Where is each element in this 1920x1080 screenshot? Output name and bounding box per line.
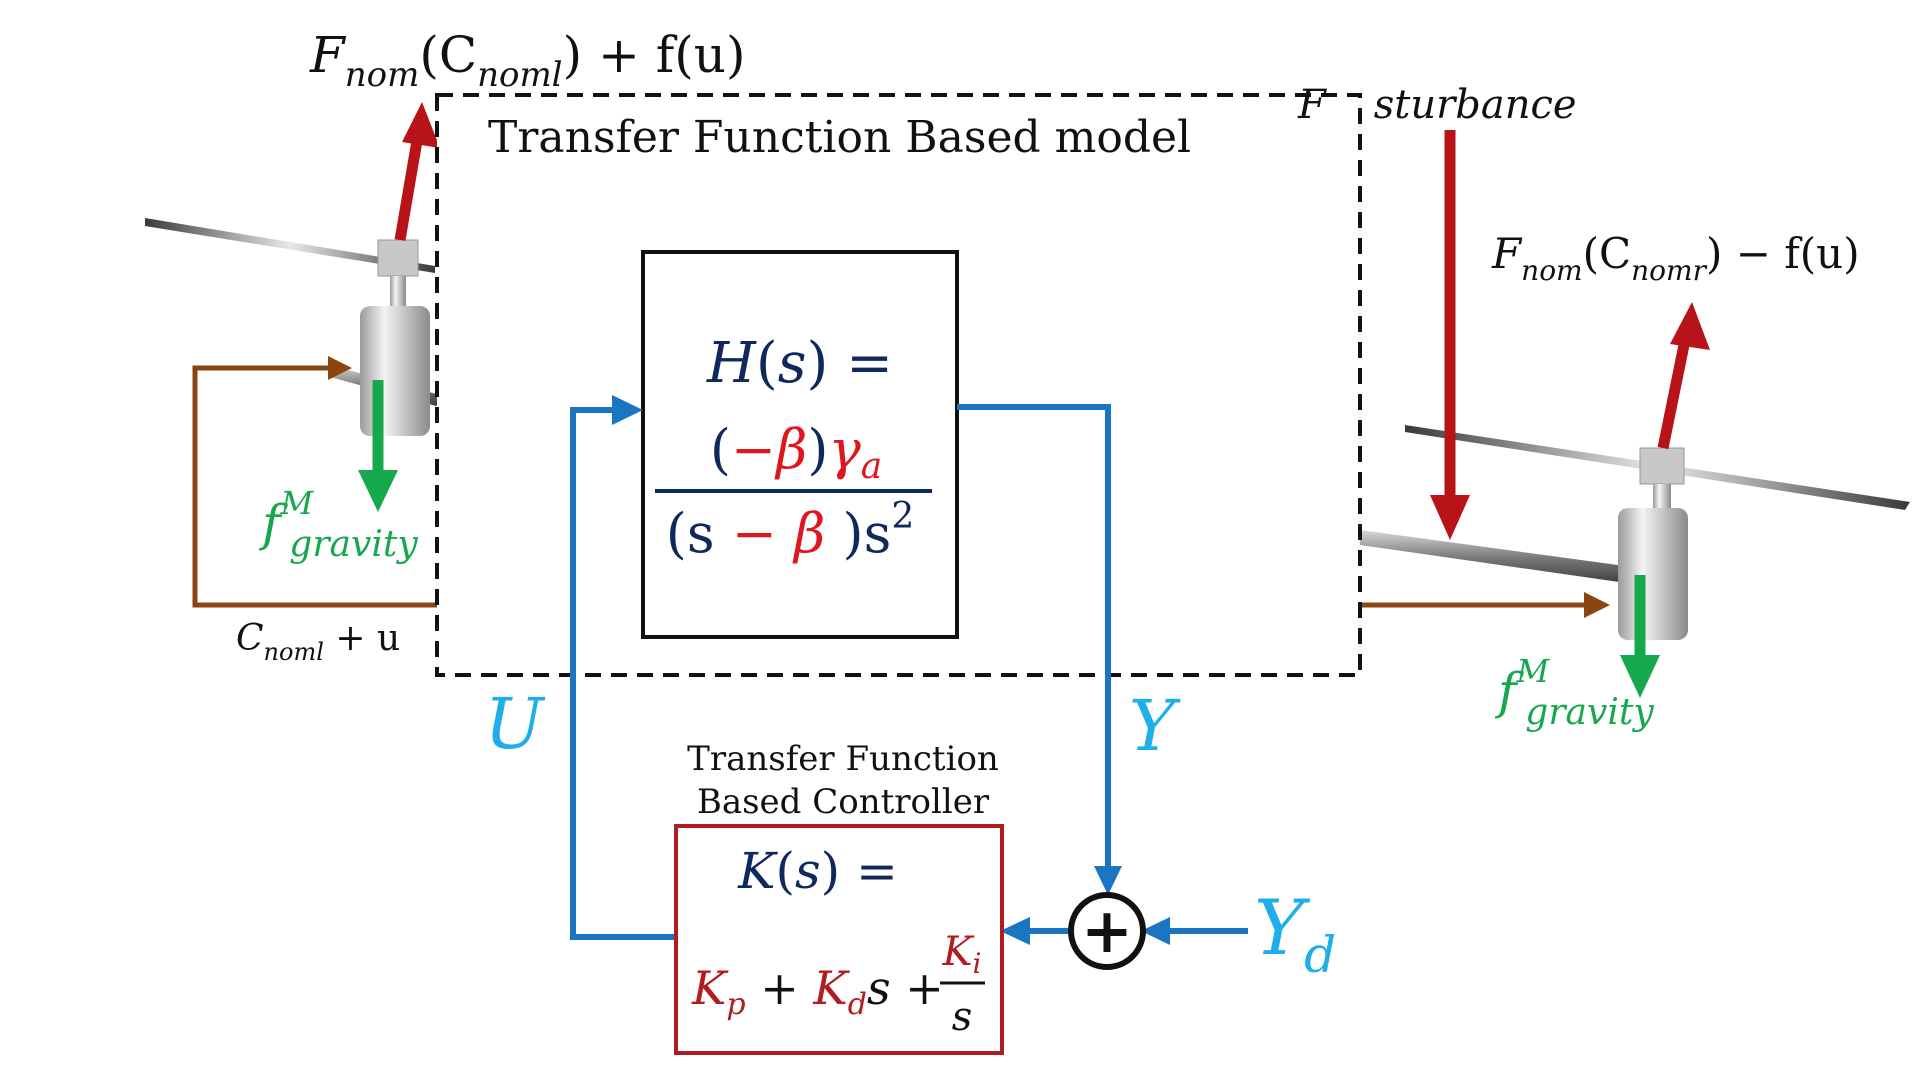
right-motor: [1618, 508, 1688, 640]
right-rotor-assembly: [1360, 425, 1910, 640]
disturbance-arrow: [1430, 130, 1470, 540]
left-hub: [377, 239, 419, 277]
reference-signal-path: [1141, 917, 1248, 945]
error-signal-path: [1000, 917, 1070, 945]
controller-box: [674, 824, 1004, 1055]
left-gravity-arrow: [358, 380, 398, 512]
controller-ki-numerator: Ki: [942, 929, 982, 980]
signal-u-label: U: [485, 683, 546, 765]
summing-junction: +: [1068, 892, 1146, 970]
plant-denominator: (s − β )s2: [666, 496, 914, 565]
plant-box: [641, 250, 959, 639]
plant-lhs: H(s) =: [706, 331, 893, 396]
left-thrust-arrow: [394, 102, 440, 241]
controller-title-line2: Based Controller: [697, 782, 990, 822]
signal-yd-label: Yd: [1254, 883, 1336, 984]
controller-lhs: K(s) =: [737, 842, 898, 900]
right-hub: [1639, 447, 1685, 485]
signal-y-label: Y: [1129, 685, 1181, 767]
input-loop-arrow: [192, 356, 440, 608]
model-title: Transfer Function Based model: [488, 112, 1191, 163]
sum-symbol: +: [1081, 894, 1133, 967]
plant-numerator: (−β)γa: [710, 418, 882, 487]
left-propeller-blade: [145, 218, 435, 273]
right-shaft: [1653, 484, 1671, 512]
output-arrow: [1360, 592, 1610, 618]
left-rotor-assembly: [145, 218, 440, 436]
force-left-label: Fnom(Cnoml) + f(u): [309, 26, 745, 95]
control-signal-path: [570, 395, 674, 940]
right-thrust-arrow: [1657, 302, 1710, 450]
force-right-label: Fnom(Cnomr) − f(u): [1491, 229, 1860, 287]
controller-title-line1: Transfer Function: [687, 739, 999, 779]
right-gravity-arrow: [1620, 575, 1660, 698]
left-motor: [360, 306, 430, 436]
controller-expression: Kp + Kds +: [691, 961, 944, 1022]
input-label: Cnoml + u: [236, 618, 400, 666]
controller-ki-denominator: s: [952, 994, 973, 1040]
left-shaft: [390, 276, 406, 306]
output-signal-path: [957, 404, 1122, 895]
right-arm-rod: [1360, 530, 1640, 585]
